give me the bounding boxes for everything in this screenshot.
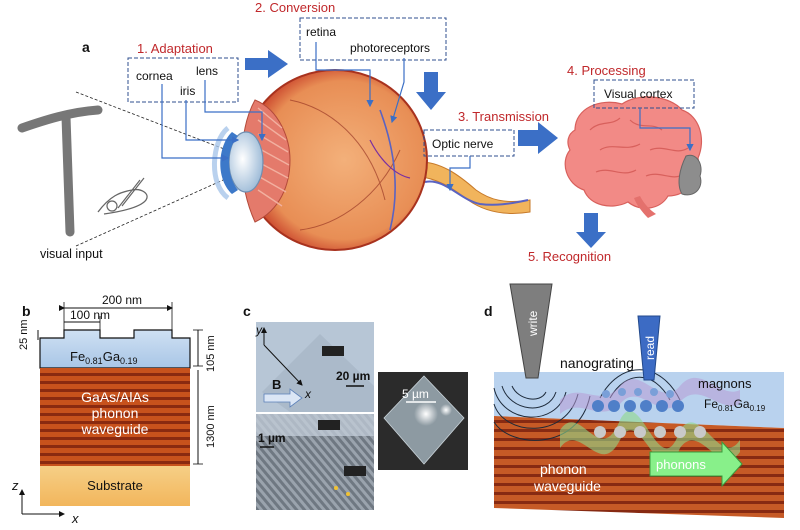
axis-x-arrow-c	[263, 344, 303, 386]
arrow-processing-recognition	[576, 213, 606, 248]
field-b-label: B	[272, 377, 281, 392]
nanograting-label: nanograting	[560, 355, 634, 371]
panel-c: c y x B 20 µm 1 µm 5 µm	[243, 303, 468, 510]
dim-105-label: 105 nm	[205, 335, 217, 372]
phonon-spheres	[594, 426, 706, 438]
write-label: write	[526, 310, 540, 337]
axis-x-label-c: x	[304, 387, 312, 401]
arrow-adaptation-conversion	[245, 50, 288, 78]
panel-a: a visual input	[17, 0, 703, 264]
arrow-transmission-processing	[518, 122, 558, 154]
pointer-visual-cortex	[639, 108, 694, 152]
substrate-label: Substrate	[87, 478, 143, 493]
pointer-retina	[315, 42, 374, 108]
visual-input-glyph	[17, 105, 148, 237]
label-iris: iris	[180, 84, 195, 98]
pointer-photoreceptors	[390, 58, 405, 124]
pointer-lens	[204, 80, 266, 142]
step-conversion: 2. Conversion	[255, 0, 335, 15]
magnon-wave	[560, 377, 740, 414]
panel-d: d	[484, 283, 784, 518]
sight-line-bottom	[75, 175, 233, 247]
pointer-cornea	[161, 84, 230, 162]
phonon-wave	[560, 411, 740, 464]
read-label: read	[643, 336, 657, 360]
sem-bottom-upper	[256, 414, 374, 436]
axis-y-label-c: y	[255, 323, 263, 337]
waveguide-label-1: GaAs/AlAs	[81, 389, 149, 405]
sem-marker-1	[334, 486, 338, 490]
phonons-arrow	[649, 440, 743, 488]
dim-200-label: 200 nm	[102, 293, 142, 307]
panel-c-label: c	[243, 303, 251, 319]
waveguide-label-3: waveguide	[81, 421, 149, 437]
magnons-label: magnons	[698, 376, 752, 391]
label-cornea: cornea	[136, 69, 173, 83]
axis-z-label: z	[11, 478, 19, 493]
dim-1300-label: 1300 nm	[205, 405, 217, 448]
panel-d-label: d	[484, 303, 493, 319]
conversion-box	[299, 17, 447, 61]
label-photoreceptors: photoreceptors	[350, 41, 430, 55]
film-label-d: Fe0.81Ga0.19	[704, 397, 766, 413]
phonon-waveguide-label-2: waveguide	[533, 478, 601, 494]
panel-a-label: a	[82, 39, 90, 55]
label-optic-nerve: Optic nerve	[432, 137, 494, 151]
field-b-arrow	[263, 388, 303, 408]
arrow-conversion-transmission	[416, 72, 446, 110]
substrate-layer	[40, 466, 190, 506]
label-visual-cortex: Visual cortex	[604, 87, 672, 101]
axis-x-label: x	[71, 511, 79, 526]
panel-b: b Fe0.81Ga0.19 GaAs/AlAs phonon waveguid…	[11, 293, 217, 526]
sem-inset-text-1	[322, 346, 344, 356]
dim-25-label: 25 nm	[18, 319, 30, 350]
optical-glow-small	[440, 404, 452, 416]
scale-20-label: 20 µm	[336, 369, 370, 383]
step-adaptation: 1. Adaptation	[137, 41, 213, 56]
adaptation-box	[127, 57, 239, 103]
optic-nerve-box	[423, 129, 515, 157]
read-probe	[637, 315, 661, 381]
sem-marker-2	[346, 492, 350, 496]
sem-inset-text-3	[344, 466, 366, 476]
write-probe	[509, 283, 553, 379]
scale-5-label: 5 µm	[402, 387, 429, 401]
visual-cortex-box	[593, 79, 695, 109]
dim-100-label: 100 nm	[70, 308, 110, 322]
scale-1-label: 1 µm	[258, 431, 286, 445]
waveguide-label-2: phonon	[92, 405, 139, 421]
sem-inset-text-2	[318, 420, 340, 430]
visual-input-label: visual input	[40, 247, 103, 261]
magnon-spheres	[592, 388, 684, 412]
sight-line-top	[75, 91, 233, 153]
pointer-iris	[185, 100, 240, 144]
optical-glow-large	[414, 402, 438, 426]
pointer-optic-nerve	[446, 156, 471, 192]
film-label-b: Fe0.81Ga0.19	[70, 349, 138, 366]
gaas-waveguide	[40, 368, 190, 466]
label-retina: retina	[306, 25, 336, 39]
phonon-waveguide-label-1: phonon	[540, 461, 587, 477]
label-lens: lens	[196, 64, 218, 78]
step-transmission: 3. Transmission	[458, 109, 549, 124]
brain-illustration	[564, 96, 703, 218]
step-processing: 4. Processing	[567, 63, 646, 78]
panel-b-label: b	[22, 303, 31, 319]
phonons-label: phonons	[656, 457, 706, 472]
eye-illustration	[212, 69, 531, 251]
step-recognition: 5. Recognition	[528, 249, 611, 264]
